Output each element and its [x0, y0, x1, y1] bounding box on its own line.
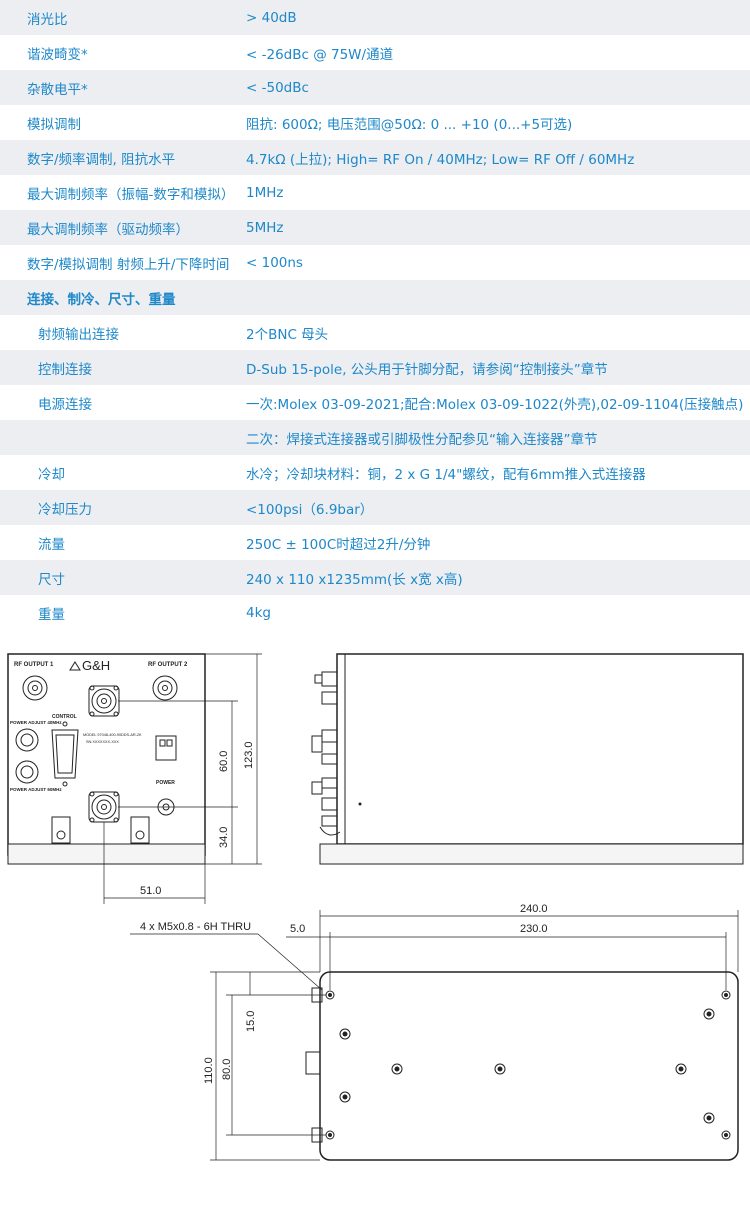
spec-row: 射频输出连接 2个BNC 母头: [0, 315, 750, 350]
dim-34: 34.0: [218, 827, 230, 848]
spec-row: 消光比 > 40dB: [0, 0, 750, 35]
spec-key: 模拟调制: [27, 116, 81, 133]
spec-row: 冷却压力 <100psi（6.9bar）: [0, 490, 750, 525]
hole-note: 4 x M5x0.8 - 6H THRU: [140, 921, 251, 933]
spec-row: 杂散电平* < -50dBc: [0, 70, 750, 105]
dim-15: 15.0: [245, 1011, 257, 1032]
spec-row: 尺寸 240 x 110 x1235mm(长 x宽 x高): [0, 560, 750, 595]
spec-key: 最大调制频率（振幅-数字和模拟）: [27, 186, 235, 203]
dim-5: 5.0: [290, 923, 305, 935]
spec-row: 数字/模拟调制 射频上升/下降时间 < 100ns: [0, 245, 750, 280]
dim-240: 240.0: [520, 903, 548, 915]
spec-value: 4kg: [246, 604, 271, 621]
spec-row: 冷却 水冷；冷却块材料：铜，2 x G 1/4"螺纹，配有6mm推入式连接器: [0, 455, 750, 490]
power-adjust-40-label: POWER ADJUST 40MHz: [10, 720, 62, 725]
spec-key: 尺寸: [38, 571, 65, 588]
spec-value: 阻抗: 600Ω; 电压范围@50Ω: 0 ... +10 (0...+5可选): [246, 116, 573, 133]
front-view: [7, 653, 262, 904]
power-adjust-60-label: POWER ADJUST 60MHz: [10, 787, 62, 792]
spec-row: 数字/频率调制, 阻抗水平 4.7kΩ (上拉); High= RF On / …: [0, 140, 750, 175]
mechanical-drawing: G&H RF OUTPUT 1 RF OUTPUT 2 CONTROL POWE…: [0, 632, 750, 1203]
spec-row: 谐波畸变* < -26dBc @ 75W/通道: [0, 35, 750, 70]
side-view: [311, 653, 744, 865]
spec-value: 1MHz: [246, 184, 284, 201]
spec-value: 240 x 110 x1235mm(长 x宽 x高): [246, 571, 463, 588]
spec-key: 最大调制频率（驱动频率）: [27, 221, 189, 238]
spec-value: < 100ns: [246, 254, 303, 271]
spec-key: 数字/频率调制, 阻抗水平: [27, 151, 176, 168]
spec-value: <100psi（6.9bar）: [246, 501, 374, 518]
spec-value: 5MHz: [246, 219, 284, 236]
spec-key: 冷却: [38, 466, 65, 483]
spec-row: 模拟调制 阻抗: 600Ω; 电压范围@50Ω: 0 ... +10 (0...+…: [0, 105, 750, 140]
spec-key: 流量: [38, 536, 65, 553]
dim-60: 60.0: [218, 751, 230, 772]
spec-row: 最大调制频率（振幅-数字和模拟） 1MHz: [0, 175, 750, 210]
control-label: CONTROL: [52, 714, 77, 720]
spec-table: 消光比 > 40dB 谐波畸变* < -26dBc @ 75W/通道杂散电平* < -5…: [0, 0, 750, 630]
dim-80: 80.0: [221, 1059, 233, 1080]
spec-key: 谐波畸变*: [27, 46, 88, 63]
spec-value: 二次：焊接式连接器或引脚极性分配参见“输入连接器”章节: [246, 431, 598, 448]
rf-output-1-label: RF OUTPUT 1: [14, 662, 54, 668]
spec-value: < -50dBc: [246, 79, 309, 96]
spec-value: > 40dB: [246, 9, 297, 26]
spec-row: 二次：焊接式连接器或引脚极性分配参见“输入连接器”章节: [0, 420, 750, 455]
spec-key: 射频输出连接: [38, 326, 119, 343]
spec-value: < -26dBc @ 75W/通道: [246, 46, 394, 63]
spec-value: 一次:Molex 03-09-2021;配合:Molex 03-09-1022(…: [246, 396, 744, 413]
spec-row: 连接、制冷、尺寸、重量: [0, 280, 750, 315]
spec-key: 控制连接: [38, 361, 92, 378]
spec-row: 重量 4kg: [0, 595, 750, 630]
spec-value: 250C ± 100C时超过2升/分钟: [246, 536, 431, 553]
spec-value: 2个BNC 母头: [246, 326, 329, 343]
dim-51: 51.0: [140, 885, 161, 897]
spec-value: 水冷；冷却块材料：铜，2 x G 1/4"螺纹，配有6mm推入式连接器: [246, 466, 646, 483]
spec-key: 重量: [38, 606, 65, 623]
logo-text: G&H: [82, 658, 110, 673]
spec-key: 电源连接: [38, 396, 92, 413]
spec-row: 电源连接 一次:Molex 03-09-2021;配合:Molex 03-09-1…: [0, 385, 750, 420]
spec-key: 数字/模拟调制 射频上升/下降时间: [27, 256, 230, 273]
dim-230: 230.0: [520, 923, 548, 935]
spec-key: 冷却压力: [38, 501, 92, 518]
spec-row: 最大调制频率（驱动频率） 5MHz: [0, 210, 750, 245]
dim-110: 110.0: [203, 1057, 215, 1084]
spec-key: 消光比: [27, 11, 68, 28]
power-label: POWER: [156, 780, 175, 786]
spec-key: 杂散电平*: [27, 81, 88, 98]
spec-value: 4.7kΩ (上拉); High= RF On / 40MHz; Low= RF…: [246, 151, 635, 168]
spec-key: 连接、制冷、尺寸、重量: [27, 291, 176, 308]
drawing-svg: G&H RF OUTPUT 1 RF OUTPUT 2 CONTROL POWE…: [7, 653, 744, 1161]
serial-label: SN:XXXXXXX-XXX: [86, 740, 119, 744]
model-label: MODEL 97048-400-90DDS-AR-2K: [83, 733, 142, 737]
dim-123: 123.0: [243, 741, 255, 769]
rf-output-2-label: RF OUTPUT 2: [148, 662, 188, 668]
spec-row: 流量 250C ± 100C时超过2升/分钟: [0, 525, 750, 560]
spec-row: 控制连接 D-Sub 15-pole, 公头用于针脚分配，请参阅“控制接头”章节: [0, 350, 750, 385]
top-view: [130, 910, 739, 1161]
spec-value: D-Sub 15-pole, 公头用于针脚分配，请参阅“控制接头”章节: [246, 361, 608, 378]
